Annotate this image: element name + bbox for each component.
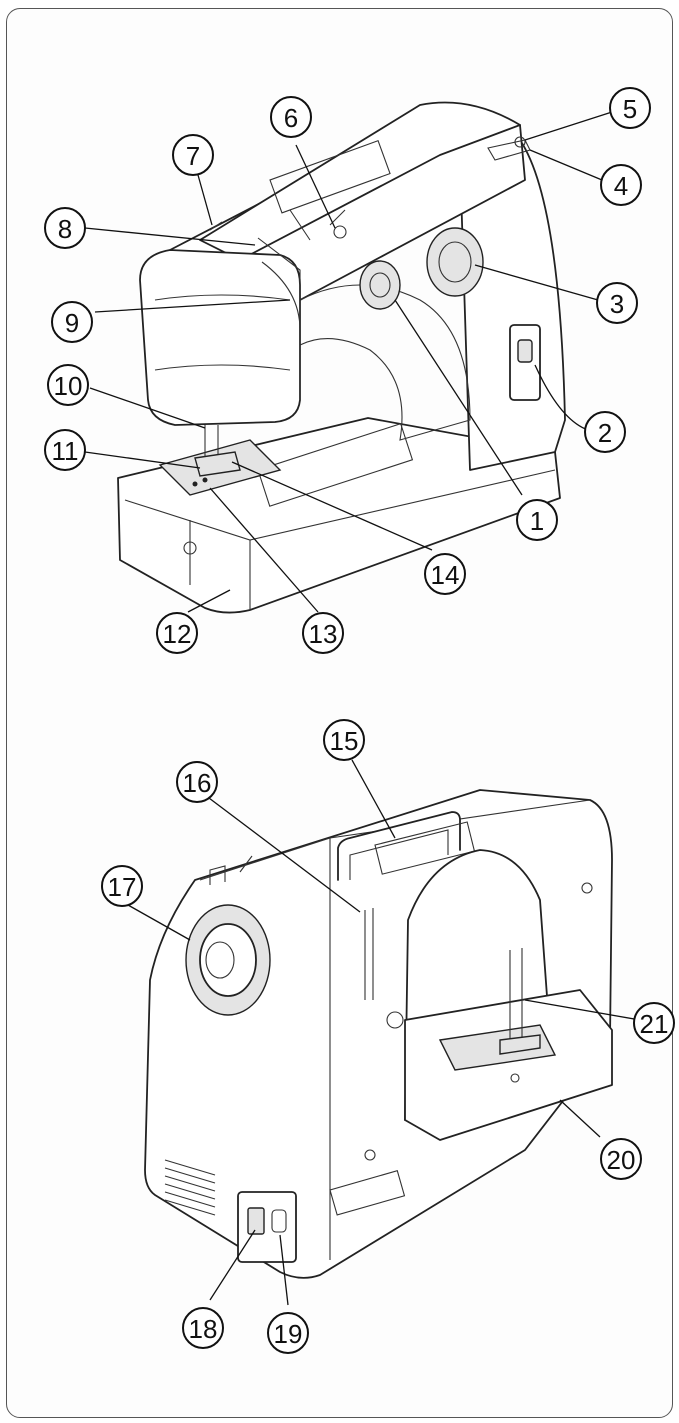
callout-11: 11 <box>44 429 86 471</box>
svg-text:14: 14 <box>431 560 460 590</box>
svg-text:6: 6 <box>284 103 298 133</box>
svg-text:16: 16 <box>183 768 212 798</box>
callout-3: 3 <box>596 282 638 324</box>
callout-4: 4 <box>600 164 642 206</box>
svg-text:20: 20 <box>607 1145 636 1175</box>
callout-9: 9 <box>51 301 93 343</box>
svg-text:11: 11 <box>52 436 79 466</box>
svg-text:10: 10 <box>54 371 83 401</box>
svg-text:4: 4 <box>614 171 628 201</box>
svg-text:7: 7 <box>186 141 200 171</box>
svg-text:15: 15 <box>330 726 359 756</box>
callout-5: 5 <box>609 87 651 129</box>
svg-text:17: 17 <box>108 872 137 902</box>
callout-20: 20 <box>600 1138 642 1180</box>
callout-10: 10 <box>47 364 89 406</box>
callout-1: 1 <box>516 499 558 541</box>
svg-text:2: 2 <box>598 418 612 448</box>
svg-text:19: 19 <box>274 1319 303 1349</box>
svg-text:5: 5 <box>623 94 637 124</box>
front-view-machine <box>117 101 566 614</box>
callout-8: 8 <box>44 207 86 249</box>
callout-16: 16 <box>176 761 218 803</box>
svg-text:3: 3 <box>610 289 624 319</box>
callout-21: 21 <box>633 1002 675 1044</box>
svg-text:8: 8 <box>58 214 72 244</box>
rear-view-machine <box>144 789 613 1279</box>
callout-7: 7 <box>172 134 214 176</box>
svg-text:18: 18 <box>189 1314 218 1344</box>
callout-12: 12 <box>156 612 198 654</box>
front-view-leaders <box>84 111 613 613</box>
callout-19: 19 <box>267 1312 309 1354</box>
callout-18: 18 <box>182 1307 224 1349</box>
svg-text:1: 1 <box>530 506 544 536</box>
callout-6: 6 <box>270 96 312 138</box>
rear-view-leaders <box>127 759 641 1306</box>
svg-text:13: 13 <box>309 619 338 649</box>
svg-text:12: 12 <box>163 619 192 649</box>
callout-14: 14 <box>424 553 466 595</box>
callout-15: 15 <box>323 719 365 761</box>
callout-13: 13 <box>302 612 344 654</box>
callout-17: 17 <box>101 865 143 907</box>
callout-2: 2 <box>584 411 626 453</box>
svg-text:21: 21 <box>640 1009 669 1039</box>
svg-text:9: 9 <box>65 308 79 338</box>
